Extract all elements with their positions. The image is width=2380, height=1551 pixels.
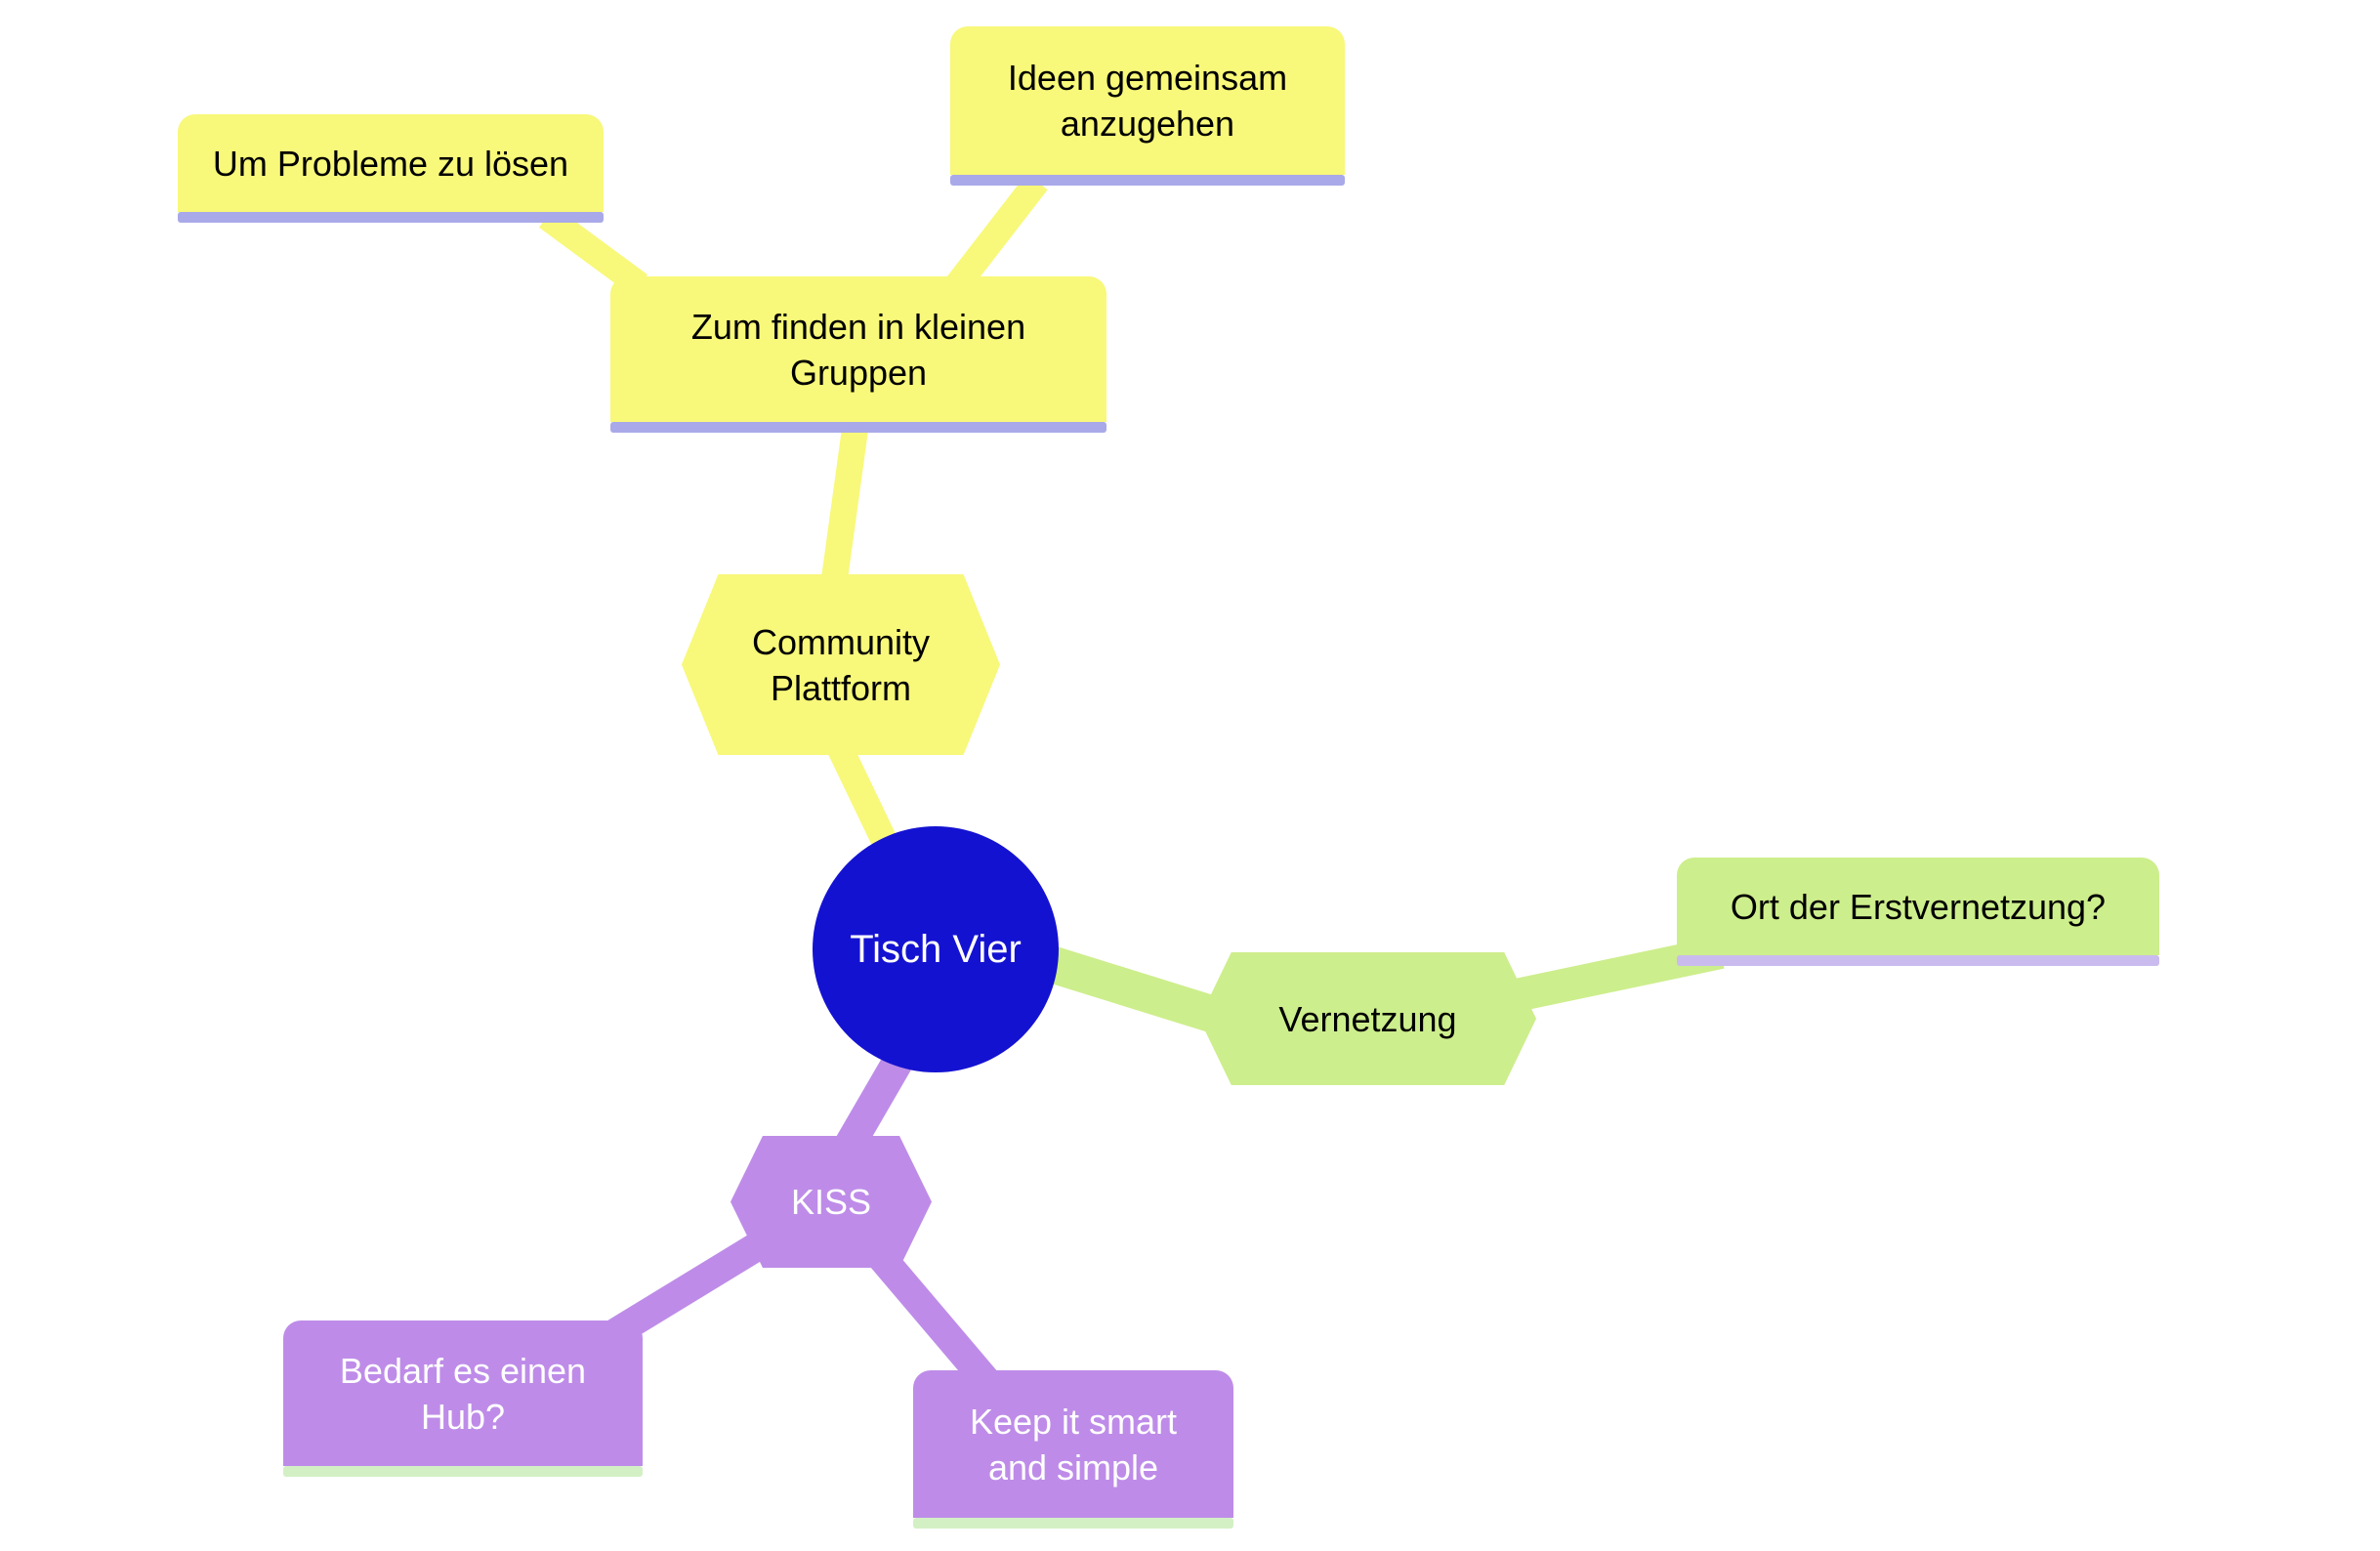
node-underline [913, 1518, 1233, 1529]
node-underline [1677, 955, 2159, 966]
node-label: Keep it smart [969, 1401, 1178, 1442]
connector-zumfinden-ideen [946, 173, 1048, 294]
connector-tischvier-community [827, 742, 899, 852]
node-bedarf-es-einen-hub[interactable]: Bedarf es einen Hub? [283, 1320, 643, 1477]
node-underline [178, 212, 604, 223]
connector-zumfinden-umprobleme [538, 206, 648, 296]
node-label: Plattform [770, 667, 912, 708]
node-kiss[interactable]: KISS [731, 1136, 932, 1268]
node-ort-der-erstvernetzung[interactable]: Ort der Erstvernetzung? [1677, 858, 2159, 966]
node-ideen-gemeinsam-anzugehen[interactable]: Ideen gemeinsam anzugehen [950, 26, 1345, 186]
node-underline [610, 422, 1106, 433]
node-label: Gruppen [789, 352, 928, 393]
node-community-plattform[interactable]: Community Plattform [682, 574, 1000, 755]
node-tisch-vier-root[interactable]: Tisch Vier [813, 826, 1059, 1072]
node-body: Bedarf es einen Hub? [283, 1320, 643, 1466]
node-label: Um Probleme zu lösen [212, 143, 569, 184]
connector-community-zumfinden [820, 424, 869, 584]
node-keep-it-smart-and-simple[interactable]: Keep it smart and simple [913, 1370, 1233, 1529]
node-zum-finden-in-kleinen-gruppen[interactable]: Zum finden in kleinen Gruppen [610, 276, 1106, 433]
node-label: Ort der Erstvernetzung? [1730, 886, 2107, 927]
node-body: Ort der Erstvernetzung? [1677, 858, 2159, 955]
node-label: Hub? [420, 1396, 506, 1437]
connector-tischvier-vernetzung [1029, 941, 1217, 1032]
node-label: Zum finden in kleinen [690, 306, 1026, 347]
node-label: KISS [790, 1182, 872, 1222]
node-underline [950, 175, 1345, 186]
node-label-group: Community Plattform [752, 619, 930, 711]
node-label: Bedarf es einen [339, 1350, 587, 1391]
node-body: Um Probleme zu lösen [178, 114, 604, 212]
node-um-probleme-zu-loesen[interactable]: Um Probleme zu lösen [178, 114, 604, 223]
node-underline [283, 1466, 643, 1477]
connector-kiss-bedarf [605, 1230, 772, 1347]
node-body: Zum finden in kleinen Gruppen [610, 276, 1106, 422]
node-label: Community [751, 621, 931, 662]
node-label: Tisch Vier [850, 928, 1022, 971]
connector-kiss-keep [865, 1242, 998, 1391]
node-body: Keep it smart and simple [913, 1370, 1233, 1518]
node-label: Ideen gemeinsam [1007, 58, 1288, 98]
node-body: Ideen gemeinsam anzugehen [950, 26, 1345, 175]
node-vernetzung[interactable]: Vernetzung [1199, 952, 1536, 1085]
node-label: Vernetzung [1278, 998, 1457, 1039]
node-label: anzugehen [1060, 104, 1235, 144]
node-label: and simple [987, 1446, 1159, 1488]
